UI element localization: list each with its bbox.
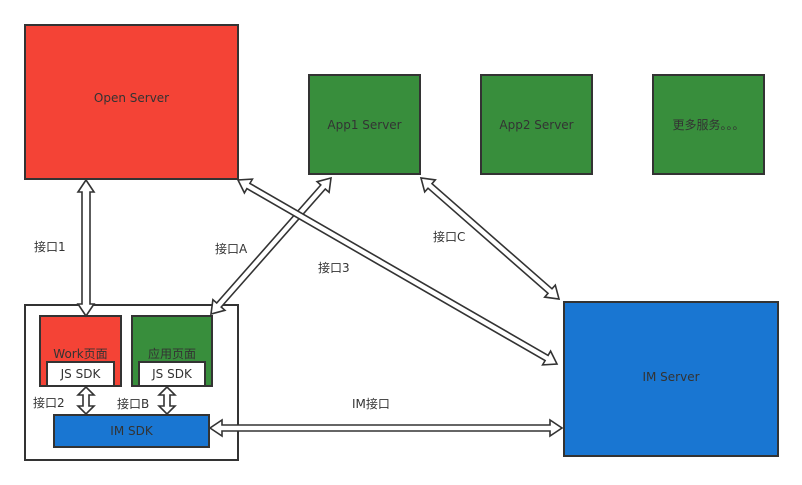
im-server-box: IM Server [563,301,779,457]
js-sdk-app-box: JS SDK [138,361,206,387]
interface-a-label: 接口A [215,242,248,256]
arrow-interface-c [419,177,561,300]
arrow-interface-3 [236,178,559,366]
more-services-label: 更多服务。。。 [672,118,745,132]
interface-2-label: 接口2 [33,396,65,410]
app1-server-box: App1 Server [308,74,421,175]
app2-server-label: App2 Server [499,117,574,132]
interface-c-label: 接口C [433,230,466,244]
open-server-box: Open Server [24,24,239,180]
interface-b-label: 接口B [117,397,150,411]
arrow-interface-b [157,385,177,416]
app2-server-box: App2 Server [480,74,593,175]
interface-1-label: 接口1 [34,240,66,254]
app1-server-label: App1 Server [327,117,402,132]
js-sdk-work-label: JS SDK [60,367,101,381]
work-page-label: Work页面 [53,347,108,361]
arrow-interface-1 [76,178,96,318]
im-server-label: IM Server [642,370,700,384]
interface-3-label: 接口3 [318,261,350,275]
arrow-interface-2 [76,385,96,416]
im-sdk-label: IM SDK [110,424,153,438]
app-page-label: 应用页面 [147,347,196,361]
im-sdk-box: IM SDK [53,414,210,448]
more-services-box: 更多服务。。。 [652,74,765,175]
js-sdk-app-label: JS SDK [152,367,192,381]
im-interface-label: IM接口 [352,397,390,411]
js-sdk-work-box: JS SDK [46,361,115,387]
arrow-im-interface [208,418,564,438]
open-server-label: Open Server [93,91,170,105]
